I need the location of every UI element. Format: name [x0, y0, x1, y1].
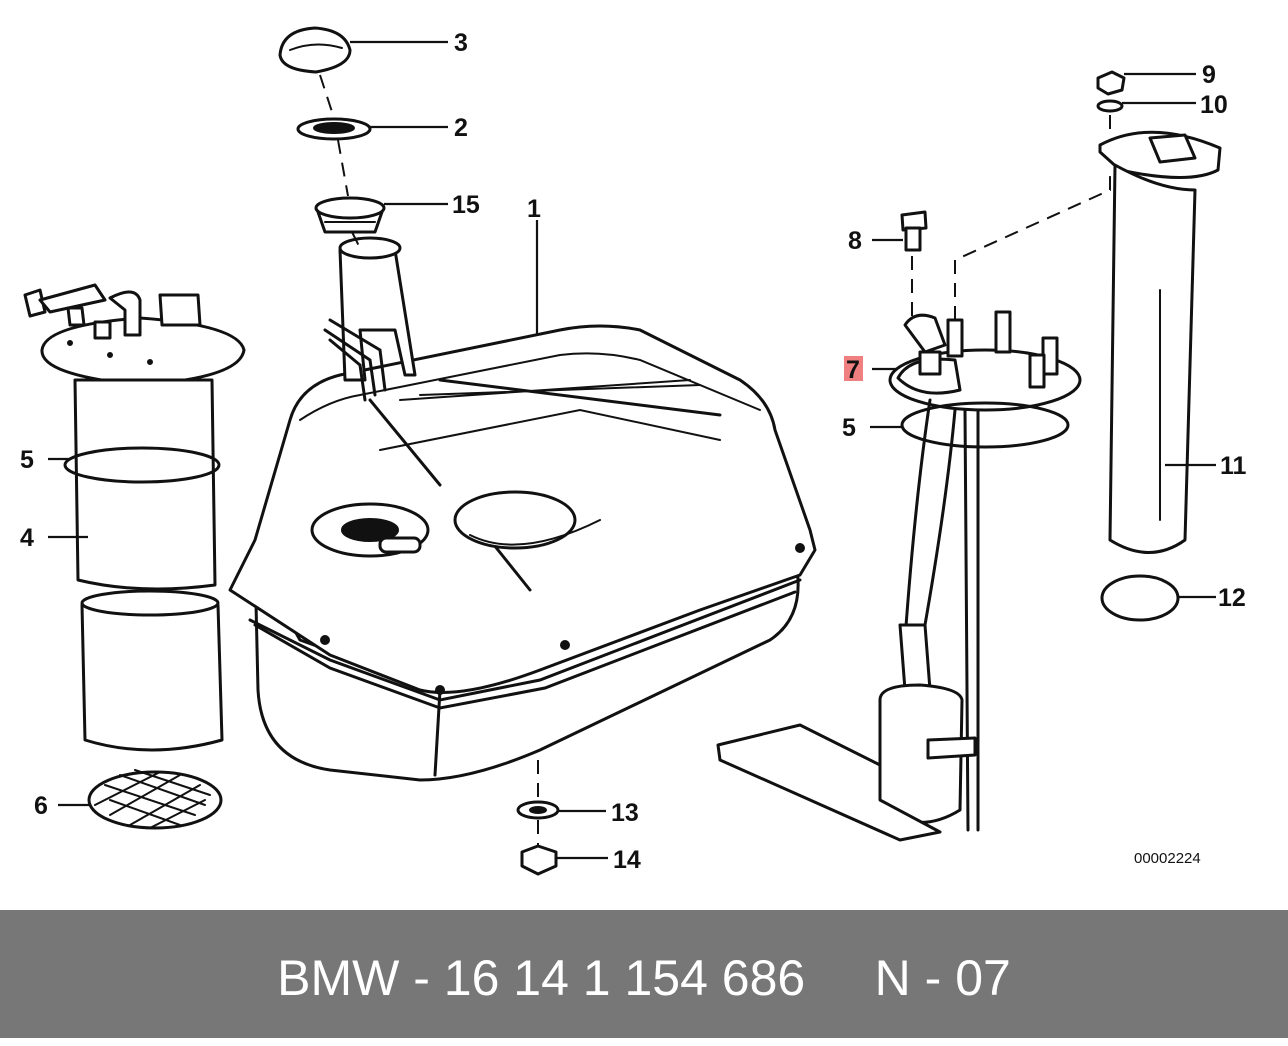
filler-ring: [314, 196, 386, 234]
callout-label: 11: [1220, 452, 1247, 480]
pump-housing-left: [23, 283, 246, 752]
callout-label: 6: [34, 792, 48, 820]
strainer: [87, 769, 223, 830]
o-ring-left: [63, 446, 221, 484]
fuel-tank: [228, 236, 817, 782]
drain-washer: [516, 800, 560, 820]
callout-label: 12: [1218, 584, 1246, 612]
exploded-parts-diagram: 1 2 3 4 5 5 6 7 8 9 10 11 12 13 14 15 00…: [20, 26, 1247, 876]
callout-label: 9: [1202, 61, 1216, 89]
bolt: [900, 210, 928, 252]
callout-label: 4: [20, 524, 34, 552]
callout-highlight: [844, 356, 863, 381]
diagram-code: 00002224: [1134, 850, 1201, 867]
callout-label-highlighted: 7: [846, 356, 860, 384]
pump-sender-unit: [716, 310, 1082, 842]
filler-cap: [278, 26, 352, 74]
callout-label: 14: [613, 846, 641, 874]
callout-label: 5: [842, 414, 856, 442]
callout-label: 2: [454, 114, 468, 142]
callout-label: 8: [848, 227, 862, 255]
drain-plug: [520, 844, 558, 876]
cap-gasket: [296, 117, 372, 141]
callout-label: 15: [452, 191, 480, 219]
callout-label: 1: [527, 195, 541, 223]
leader-lines: [48, 40, 1216, 860]
callout-label: 5: [20, 446, 34, 474]
part-number-caption: BMW - 16 14 1 154 686 N - 07: [277, 950, 1011, 1006]
callout-label: 13: [611, 799, 639, 827]
callout-label: 3: [454, 29, 468, 57]
callout-labels: 1 2 3 4 5 5 6 7 8 9 10 11 12 13 14 15 00…: [20, 29, 1247, 874]
nut: [1096, 70, 1126, 96]
callout-label: 10: [1200, 91, 1228, 119]
washer: [1096, 99, 1124, 113]
footer-bar: BMW - 16 14 1 154 686 N - 07: [0, 910, 1288, 1038]
level-sender: [1098, 130, 1222, 554]
sender-ring: [1100, 574, 1180, 622]
